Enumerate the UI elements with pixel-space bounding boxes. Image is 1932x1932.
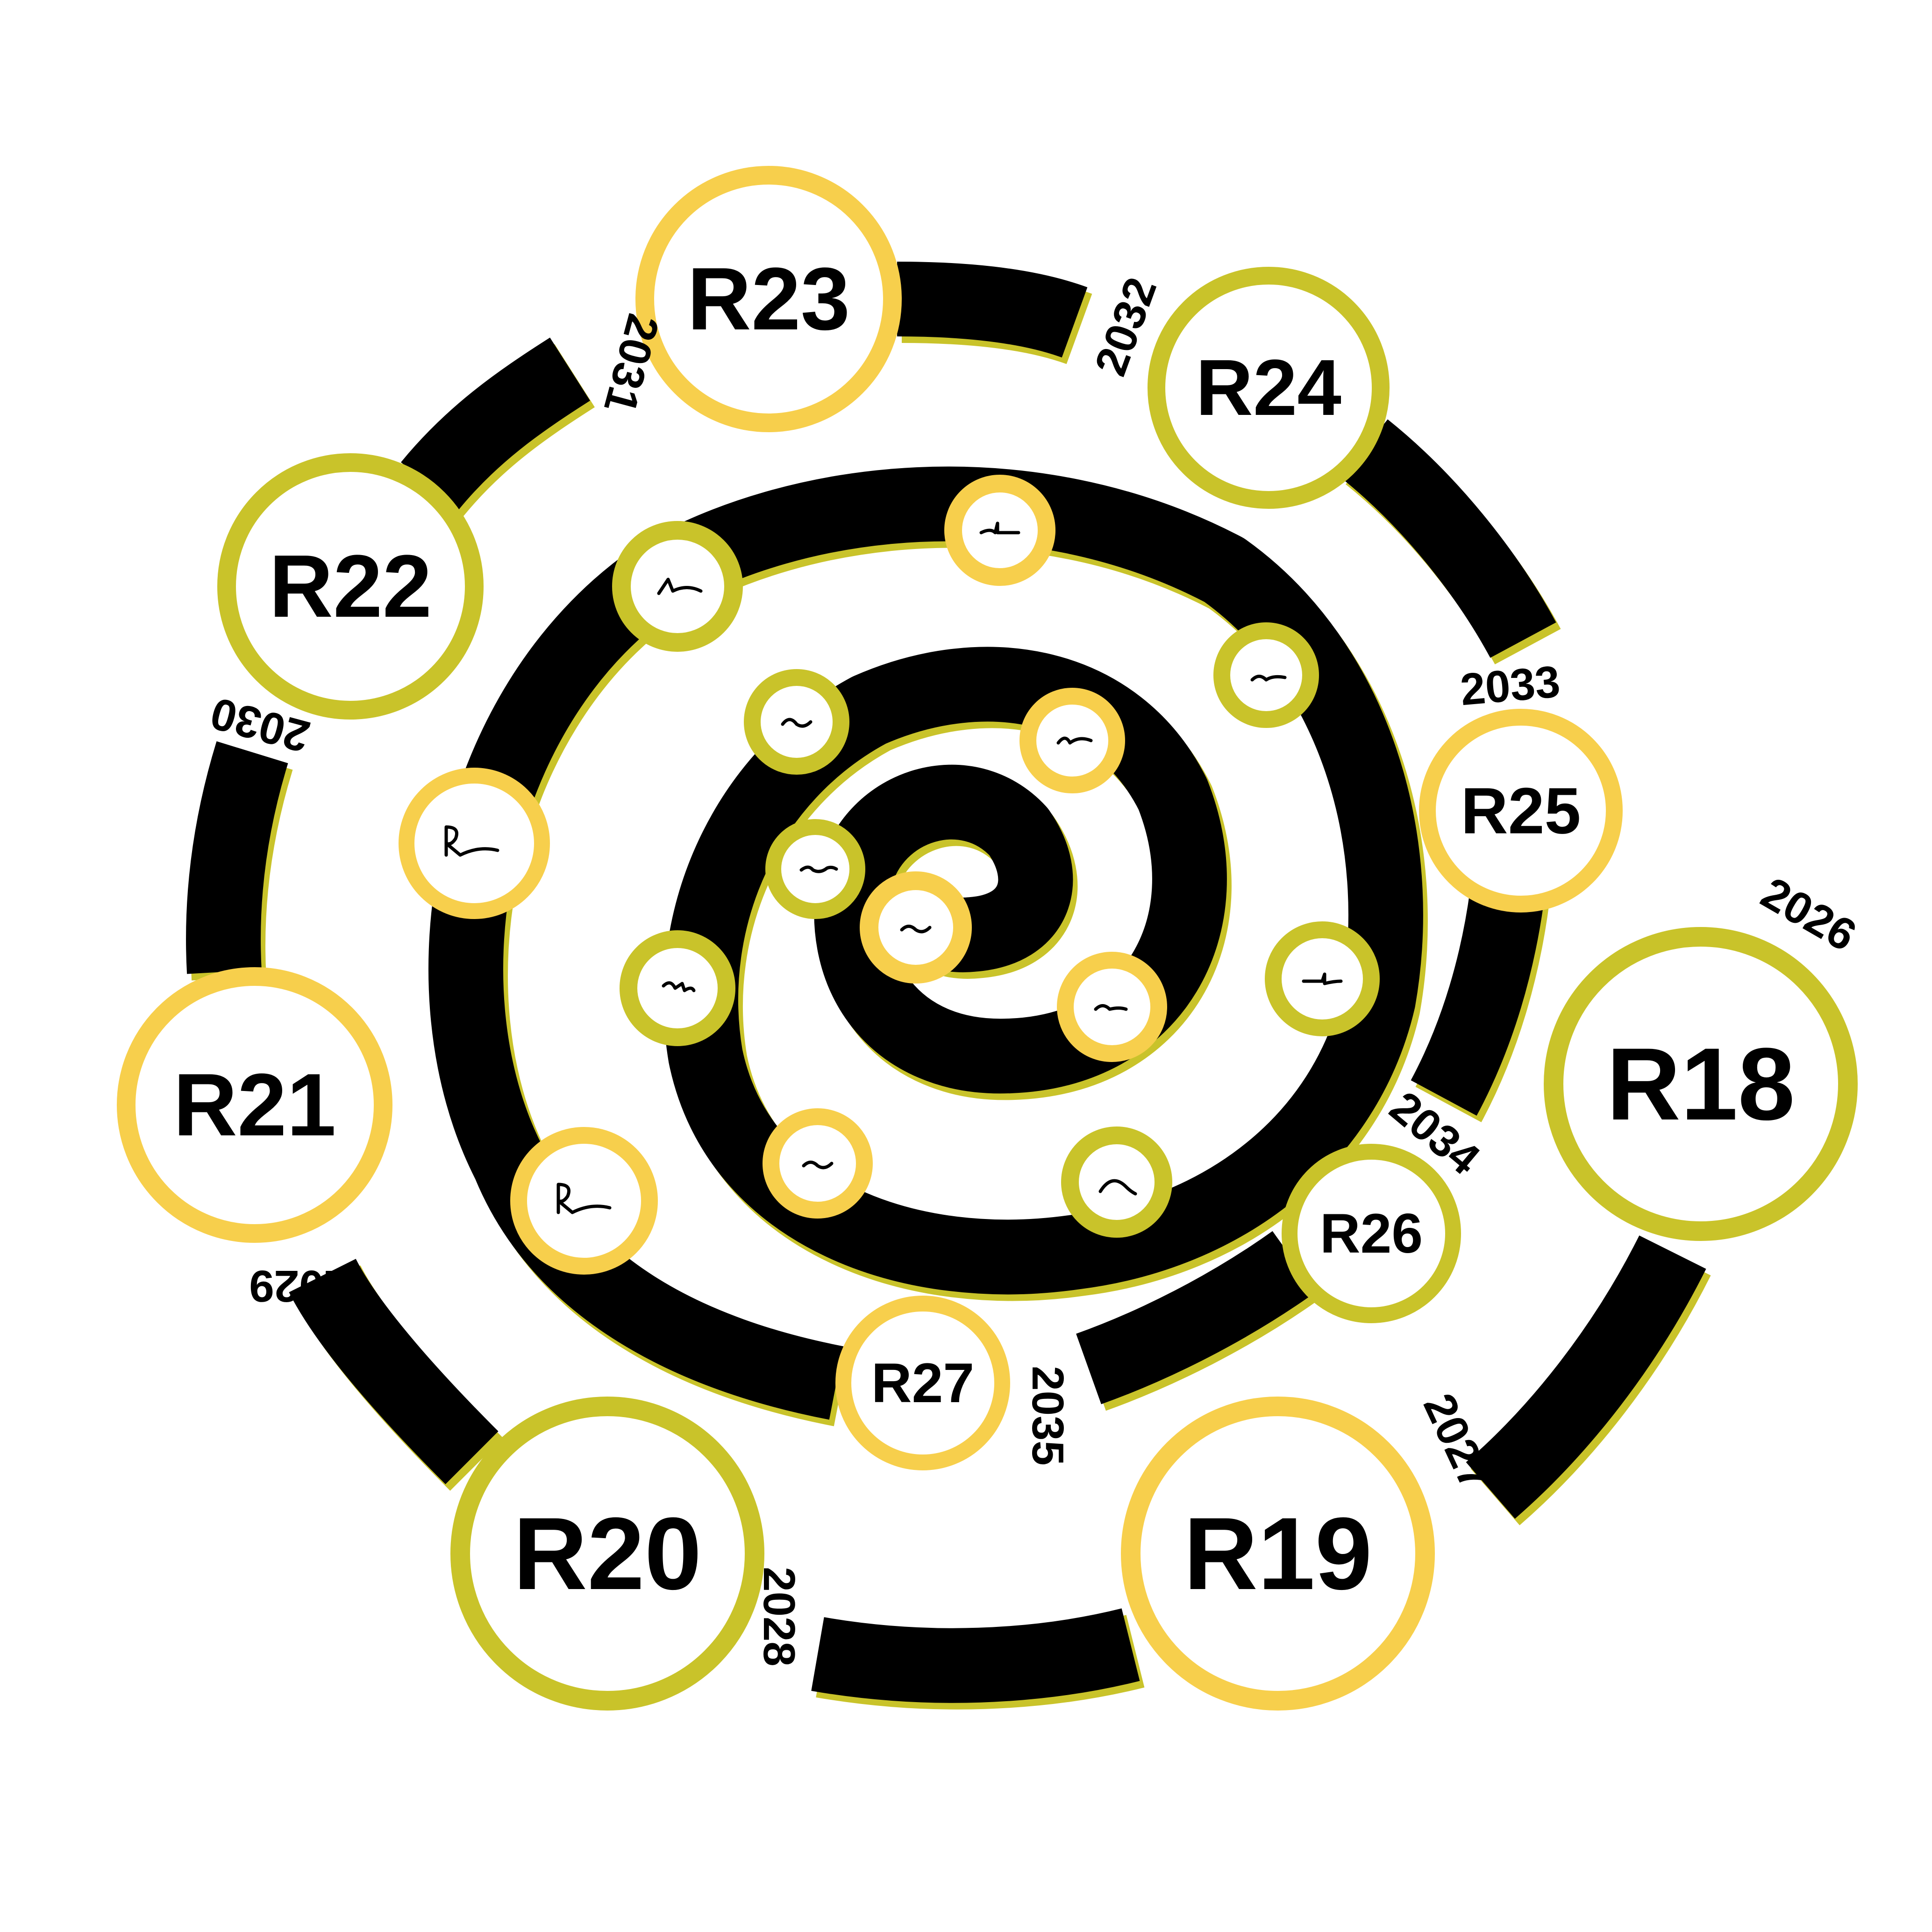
spiral-track — [186, 262, 1706, 1703]
small-node[interactable] — [1265, 921, 1380, 1036]
svg-text:R26: R26 — [1320, 1202, 1423, 1265]
milestone-r18[interactable]: R18 — [1544, 927, 1858, 1241]
small-node[interactable] — [612, 521, 743, 652]
small-node[interactable] — [399, 768, 550, 919]
milestone-r27[interactable]: R27 — [835, 1296, 1010, 1470]
svg-text:R21: R21 — [173, 1055, 336, 1155]
small-node[interactable] — [1019, 688, 1125, 793]
milestones: R18 R19 R20 R21 R22 R23 R24 R25 — [117, 166, 1858, 1711]
track-segment-2034-2035 — [1076, 1231, 1316, 1404]
svg-text:R25: R25 — [1461, 774, 1581, 848]
milestone-r23[interactable]: R23 — [635, 166, 902, 432]
svg-text:R27: R27 — [871, 1352, 974, 1414]
milestone-r21[interactable]: R21 — [117, 967, 392, 1243]
track-segment-2029-2030 — [186, 741, 288, 974]
small-node[interactable] — [1057, 952, 1167, 1062]
small-node[interactable] — [860, 871, 972, 984]
svg-text:R20: R20 — [513, 1496, 702, 1611]
small-node[interactable] — [763, 1108, 873, 1219]
svg-text:R22: R22 — [269, 537, 432, 636]
svg-text:R24: R24 — [1196, 343, 1341, 432]
year-label-2027: 2027 — [1414, 1386, 1501, 1498]
track-segment-2033-2034 — [1411, 874, 1547, 1116]
track-segment-2030-2031 — [401, 337, 590, 510]
small-node[interactable] — [765, 819, 865, 919]
milestone-r22[interactable]: R22 — [217, 453, 484, 720]
small-node[interactable] — [620, 930, 735, 1046]
svg-text:R18: R18 — [1606, 1027, 1795, 1141]
small-node[interactable] — [1061, 1126, 1172, 1238]
track-segment-2027-2028 — [811, 1608, 1140, 1703]
small-node[interactable] — [510, 1127, 658, 1275]
track-segment-2032-2033 — [1340, 419, 1556, 658]
track-segment-2031-2032 — [897, 262, 1088, 358]
svg-text:R23: R23 — [687, 250, 850, 349]
track-segment-2026-2027 — [1466, 1235, 1706, 1519]
year-label-2035: 2035 — [1023, 1366, 1073, 1466]
milestone-r20[interactable]: R20 — [450, 1397, 764, 1711]
small-node[interactable] — [744, 669, 849, 775]
milestone-r26[interactable]: R26 — [1282, 1144, 1461, 1323]
track-segment-2028-2029 — [289, 1258, 499, 1484]
year-label-2033: 2033 — [1458, 656, 1562, 715]
milestone-r25[interactable]: R25 — [1419, 709, 1623, 913]
year-label-2028: 2028 — [754, 1567, 804, 1667]
svg-text:R19: R19 — [1183, 1496, 1372, 1611]
milestone-r24[interactable]: R24 — [1148, 267, 1390, 509]
small-node[interactable] — [944, 475, 1055, 586]
small-node[interactable] — [1213, 622, 1319, 728]
year-label-2029: 2029 — [249, 1261, 349, 1311]
milestone-r19[interactable]: R19 — [1121, 1397, 1435, 1711]
small-nodes — [399, 475, 1380, 1275]
year-label-2031: 2031 — [594, 309, 669, 418]
